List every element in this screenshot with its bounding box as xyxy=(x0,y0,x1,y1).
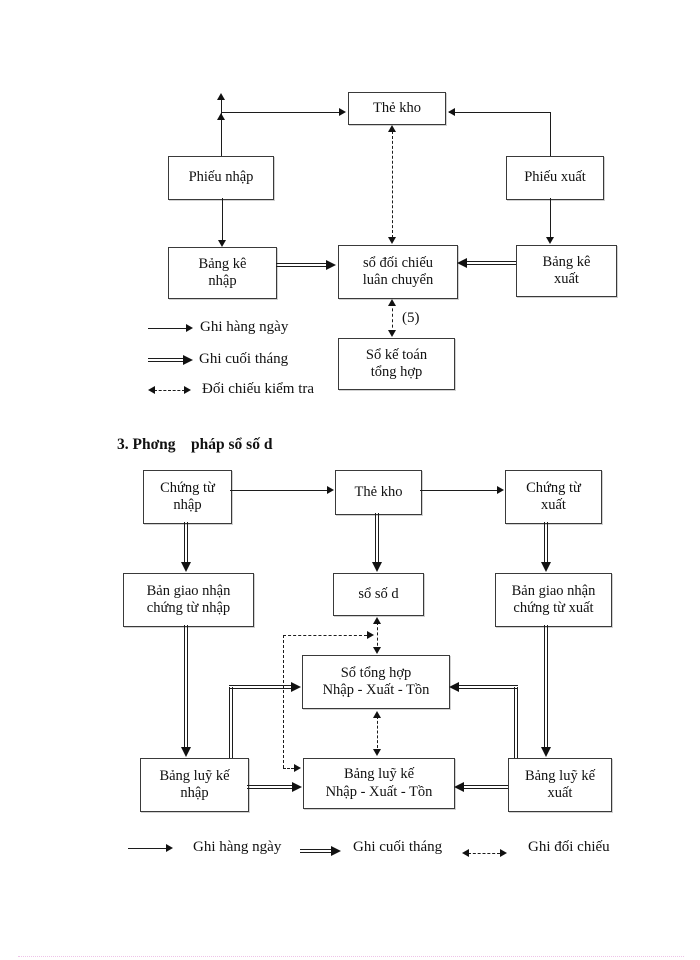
connector-dashed-so-so-d-so-tong-hop xyxy=(377,622,378,651)
connector-double-luy-ke-xuat-nxt xyxy=(464,785,508,789)
connector-the-kho-chung-tu-xuat xyxy=(420,490,498,491)
legend-double-arrow-icon xyxy=(300,849,332,853)
connector-double-ban-giao-nhan-bang-luy-ke-xuat xyxy=(544,625,548,749)
box-bang-luy-ke-nhap-xuat-ton: Bảng luỹ kế Nhập - Xuất - Tồn xyxy=(303,758,455,809)
arrowhead-down-icon xyxy=(388,330,396,337)
annotation-5: (5) xyxy=(402,310,420,326)
legend-dashed-arrow-icon xyxy=(468,853,500,854)
connector-dashed-so-tong-hop-luy-ke-nxt xyxy=(377,716,378,748)
section-title: 3. Phơng pháp sổ số d xyxy=(117,436,273,453)
box-so-ke-toan-tong-hop: Sổ kế toán tổng hợp xyxy=(338,338,455,390)
arrowhead-right-icon xyxy=(294,764,301,772)
arrowhead-up-icon xyxy=(373,617,381,624)
legend-label-daily: Ghi hàng ngày xyxy=(193,839,282,855)
connector-dashed-horizontal xyxy=(283,635,367,636)
arrowhead-up-icon xyxy=(388,125,396,132)
connector-double-luy-ke-nhap-nxt xyxy=(247,785,292,789)
box-the-kho-1: Thẻ kho xyxy=(348,92,446,125)
connector-dashed-to-luy-ke-nxt xyxy=(283,768,294,769)
arrowhead-down-icon xyxy=(181,747,191,757)
arrowhead-down-icon xyxy=(373,647,381,654)
box-so-doi-chieu-luan-chuyen: sổ đối chiếu luân chuyển xyxy=(338,245,458,299)
connector-chung-tu-nhap-the-kho xyxy=(230,490,329,491)
connector-phieu-xuat-bang-ke-xuat xyxy=(550,198,551,238)
arrowhead-down-icon xyxy=(373,749,381,756)
legend-solid-arrow-icon xyxy=(148,328,187,329)
arrowhead-left-icon xyxy=(457,258,467,268)
connector-double-luy-ke-xuat-so-tong-hop xyxy=(458,685,518,689)
arrowhead-right-icon xyxy=(326,260,336,270)
box-ban-giao-nhan-chung-tu-xuat: Bản giao nhận chứng từ xuất xyxy=(495,573,612,627)
arrowhead-right-icon xyxy=(500,849,507,857)
arrowhead-left-icon xyxy=(448,108,455,116)
connector-phieu-nhap-bang-ke-nhap xyxy=(222,198,223,241)
connector-double-the-kho-so-so-d xyxy=(375,513,379,564)
legend-label-reconcile: Đối chiếu kiểm tra xyxy=(202,381,315,397)
connector-dashed-vertical-left xyxy=(283,635,284,768)
page-bottom-rule xyxy=(18,956,684,957)
connector-double-luy-ke-xuat-up xyxy=(514,687,518,758)
arrowhead-down-icon xyxy=(388,237,396,244)
arrowhead-right-icon xyxy=(339,108,346,116)
connector-double-luy-ke-nhap-so-tong-hop xyxy=(229,685,291,689)
legend-label-month-end: Ghi cuối tháng xyxy=(353,839,443,855)
arrowhead-down-icon xyxy=(181,562,191,572)
arrowhead-right-icon xyxy=(186,324,193,332)
box-chung-tu-nhap: Chứng từ nhập xyxy=(143,470,232,524)
box-bang-ke-xuat: Bảng kê xuất xyxy=(516,245,617,297)
connector-phieu-nhap-up xyxy=(221,97,222,156)
connector-dashed-so-doi-chieu-so-ke-toan xyxy=(392,303,393,333)
arrowhead-left-icon xyxy=(462,849,469,857)
box-bang-luy-ke-nhap: Bảng luỹ kế nhập xyxy=(140,758,249,812)
legend-label-daily: Ghi hàng ngày xyxy=(200,319,289,335)
connector-double-down-xuat xyxy=(544,522,548,564)
arrowhead-right-icon xyxy=(291,682,301,692)
legend-double-arrow-icon xyxy=(148,358,184,362)
arrowhead-right-icon xyxy=(292,782,302,792)
legend-label-reconcile: Ghi đối chiếu xyxy=(528,839,610,855)
connector-phieu-nhap-the-kho xyxy=(222,112,342,113)
arrowhead-right-icon xyxy=(183,355,193,365)
arrowhead-up-icon xyxy=(217,113,225,120)
connector-double-bang-ke-nhap-so-doi-chieu xyxy=(276,263,327,267)
arrowhead-right-icon xyxy=(166,844,173,852)
legend-dashed-arrow-icon xyxy=(154,390,185,391)
arrowhead-up-icon xyxy=(217,93,225,100)
connector-double-bang-ke-xuat-so-doi-chieu xyxy=(464,261,516,265)
legend-solid-arrow-icon xyxy=(128,848,166,849)
box-so-so-d: sổ số d xyxy=(333,573,424,616)
connector-double-ban-giao-nhan-bang-luy-ke-nhap xyxy=(184,625,188,749)
box-phieu-xuat: Phiếu xuất xyxy=(506,156,604,200)
arrowhead-left-icon xyxy=(148,386,155,394)
arrowhead-down-icon xyxy=(372,562,382,572)
box-so-tong-hop-nhap-xuat-ton: Sổ tổng hợp Nhập - Xuất - Tồn xyxy=(302,655,450,709)
box-bang-ke-nhap: Bảng kê nhập xyxy=(168,247,277,299)
arrowhead-right-icon xyxy=(184,386,191,394)
connector-phieu-xuat-up xyxy=(550,112,551,156)
arrowhead-right-icon xyxy=(497,486,504,494)
box-phieu-nhap: Phiếu nhập xyxy=(168,156,274,200)
arrowhead-down-icon xyxy=(541,747,551,757)
arrowhead-up-icon xyxy=(388,299,396,306)
connector-phieu-xuat-the-kho xyxy=(449,112,551,113)
box-the-kho-2: Thẻ kho xyxy=(335,470,422,515)
arrowhead-up-icon xyxy=(373,711,381,718)
arrowhead-down-icon xyxy=(546,237,554,244)
box-chung-tu-xuat: Chứng từ xuất xyxy=(505,470,602,524)
arrowhead-left-icon xyxy=(449,682,459,692)
arrowhead-left-icon xyxy=(454,782,464,792)
arrowhead-down-icon xyxy=(218,240,226,247)
connector-double-luy-ke-nhap-up xyxy=(229,687,233,758)
arrowhead-right-icon xyxy=(331,846,341,856)
box-ban-giao-nhan-chung-tu-nhap: Bản giao nhận chứng từ nhập xyxy=(123,573,254,627)
legend-label-month-end: Ghi cuối tháng xyxy=(199,351,289,367)
arrowhead-down-icon xyxy=(541,562,551,572)
connector-dashed-the-kho-so-doi-chieu xyxy=(392,131,393,238)
arrowhead-right-icon xyxy=(367,631,374,639)
box-bang-luy-ke-xuat: Bảng luỹ kế xuất xyxy=(508,758,612,812)
connector-double-down-nhap xyxy=(184,522,188,564)
arrowhead-right-icon xyxy=(327,486,334,494)
